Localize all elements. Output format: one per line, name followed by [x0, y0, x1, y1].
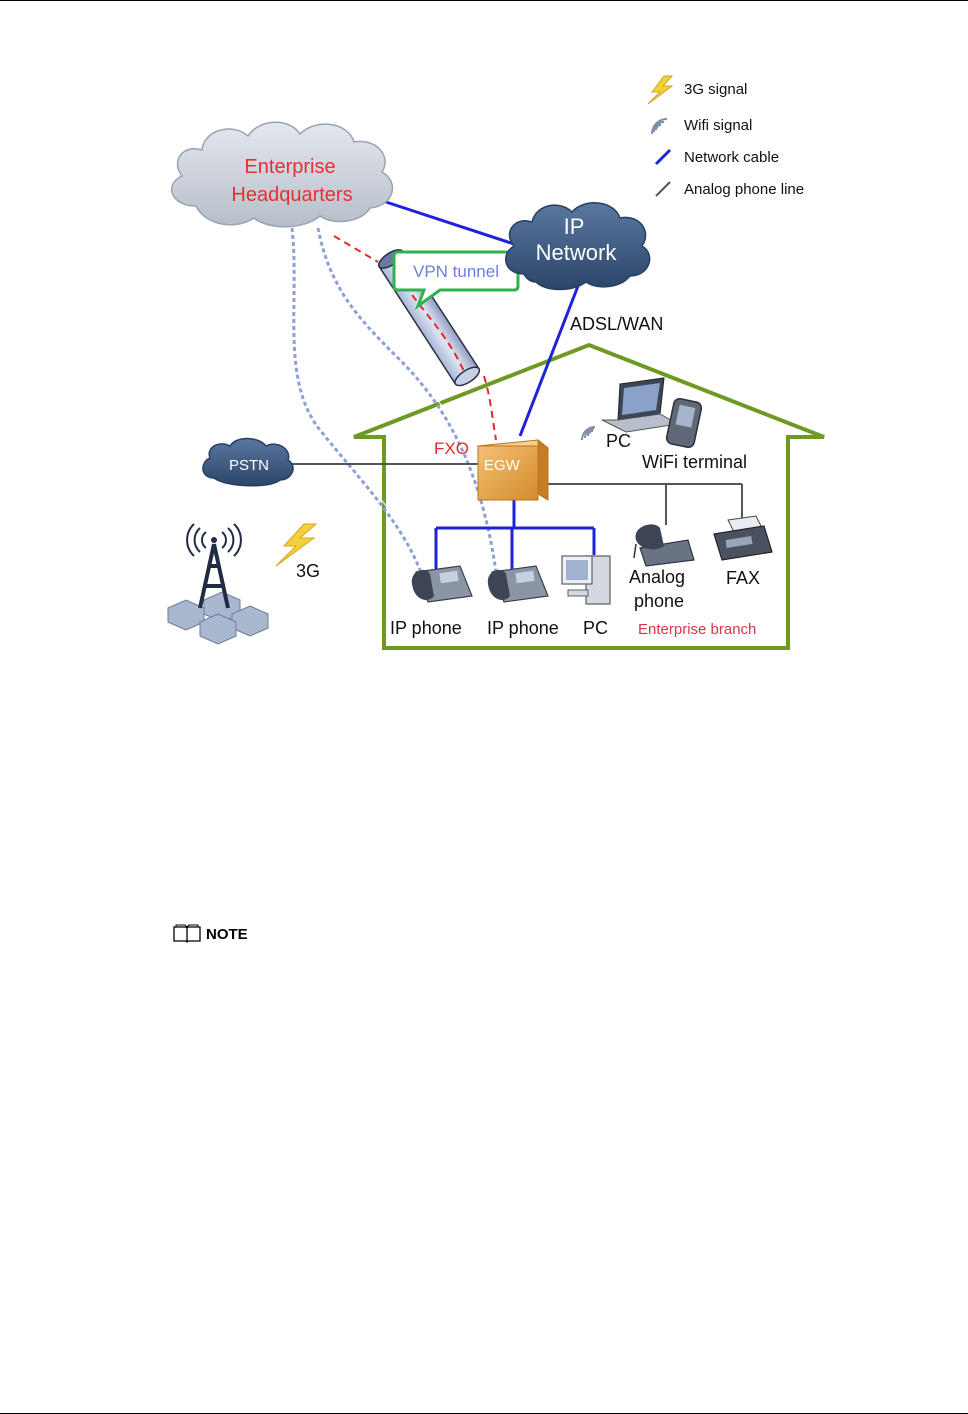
legend-analog-line-swatch [656, 182, 670, 196]
pstn-label: PSTN [229, 457, 269, 474]
adsl-wan-label: ADSL/WAN [570, 314, 663, 334]
book-icon [172, 924, 202, 944]
ip-phone-2-label: IP phone [487, 618, 559, 638]
vpn-tunnel-label: VPN tunnel [413, 262, 499, 281]
fxo-label: FXO [434, 439, 469, 458]
analog-phone-icon [634, 524, 694, 566]
wifi-terminal-label: WiFi terminal [642, 452, 747, 472]
wifi-icon [652, 119, 667, 134]
hq-label-line2: Headquarters [231, 184, 352, 206]
note-heading: NOTE [172, 922, 248, 946]
note-label: NOTE [206, 926, 248, 943]
3g-label: 3G [296, 561, 320, 581]
vpn-path-upper [334, 236, 378, 262]
egw-device: EGW [478, 440, 548, 500]
lightning-icon [648, 76, 672, 104]
pc-label: PC [583, 618, 608, 638]
ip-label-line1: IP [564, 214, 585, 239]
cable-hq-to-ip [386, 202, 520, 246]
analog-phone-label-line2: phone [634, 591, 684, 611]
fax-label: FAX [726, 568, 760, 588]
laptop-icon [602, 378, 678, 432]
fax-icon [714, 516, 772, 560]
legend-analog-phone-line: Analog phone line [684, 181, 804, 198]
wifi-pc-label: PC [606, 431, 631, 451]
enterprise-hq-cloud: Enterprise Headquarters [172, 122, 393, 227]
cell-tower-icon [168, 524, 268, 644]
legend: 3G signal Wifi signal Network cable Anal… [648, 76, 804, 198]
legend-wifi-signal: Wifi signal [684, 117, 752, 134]
wifi-icon [582, 427, 595, 440]
legend-network-cable: Network cable [684, 149, 779, 166]
ip-label-line2: Network [536, 240, 618, 265]
pstn-cloud: PSTN [203, 439, 293, 486]
hq-label-line1: Enterprise [244, 156, 335, 178]
enterprise-branch-label: Enterprise branch [638, 621, 756, 638]
lightning-icon [276, 524, 316, 566]
legend-3g-signal: 3G signal [684, 81, 747, 98]
wifi-terminal-icon [666, 398, 703, 449]
cable-ip-to-egw [520, 286, 578, 436]
ip-phone-icon [488, 566, 548, 602]
ip-phone-1-label: IP phone [390, 618, 462, 638]
egw-label: EGW [484, 457, 521, 474]
ip-phone-icon [412, 566, 472, 602]
legend-network-cable-swatch [656, 150, 670, 164]
ip-network-cloud: IP Network [506, 203, 650, 290]
desktop-pc-icon [562, 556, 610, 604]
network-diagram: 3G signal Wifi signal Network cable Anal… [0, 0, 968, 700]
analog-phone-label-line1: Analog [629, 567, 685, 587]
